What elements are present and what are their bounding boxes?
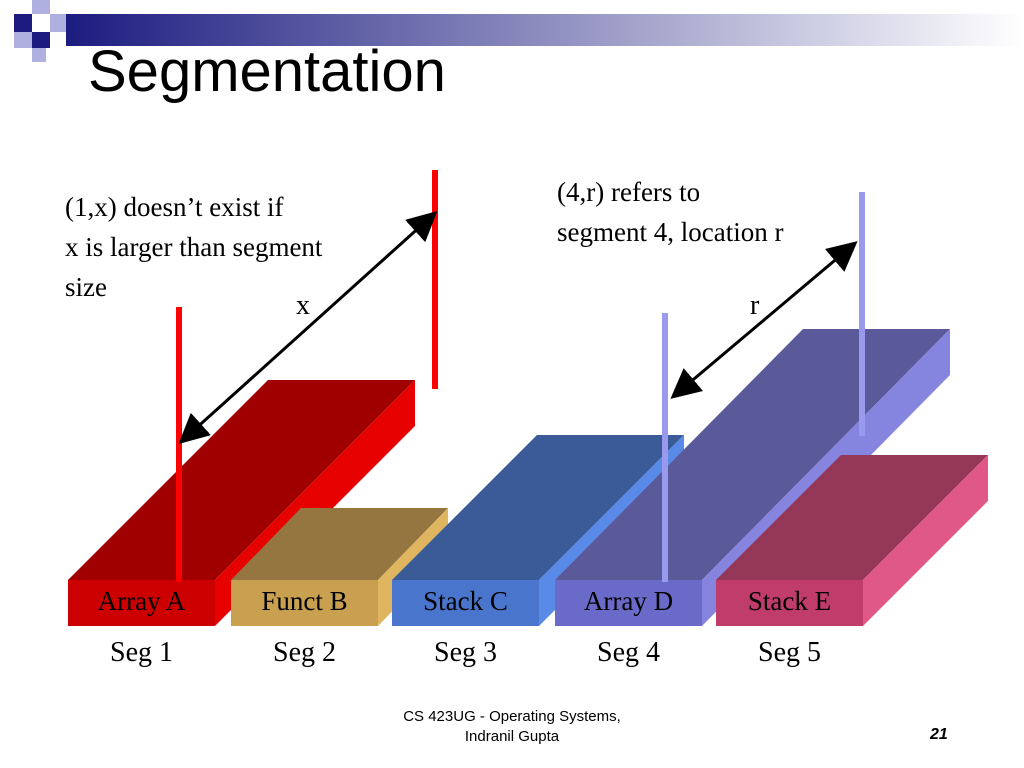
note-left-line: size: [65, 272, 107, 302]
decor-square: [32, 48, 46, 62]
note-right-line: (4,r) refers to: [557, 177, 701, 207]
offset-r-label: r: [750, 290, 760, 321]
offset-r-arrow: [670, 241, 858, 399]
segment-side-face: [863, 455, 988, 626]
page-title: Segmentation: [88, 39, 446, 104]
corner-decoration: [14, 0, 1024, 62]
segment-name-2: Funct B: [261, 586, 348, 616]
segment-top-face: [392, 435, 684, 580]
segment-top-face: [231, 508, 448, 580]
segment-front-face: [231, 580, 378, 626]
page-number: 21: [930, 726, 948, 743]
footer-author: Indranil Gupta: [464, 728, 560, 745]
segment-front-face: [716, 580, 863, 626]
segment-name-1: Array A: [97, 586, 186, 616]
segment-caption-4: Seg 4: [597, 637, 660, 668]
decor-square: [50, 14, 66, 32]
segment-name-3: Stack C: [423, 586, 508, 616]
segment-front-face: [555, 580, 702, 626]
decor-square: [32, 0, 50, 14]
footer: CS 423UG - Operating Systems, Indranil G…: [362, 707, 662, 747]
title-gradient-bar: [66, 14, 1024, 46]
segment-caption-3: Seg 3: [434, 637, 497, 668]
segment-name-4: Array D: [583, 586, 674, 616]
decor-square: [32, 32, 50, 48]
decor-square: [14, 32, 32, 48]
segment-caption-1: Seg 1: [110, 637, 173, 668]
offset-x-arrow: [178, 210, 438, 445]
segment-front-face: [68, 580, 215, 626]
segment-front-face: [392, 580, 539, 626]
footer-course: CS 423UG - Operating Systems,: [403, 708, 621, 725]
segment-caption-5: Seg 5: [758, 637, 821, 668]
segment-name-5: Stack E: [747, 586, 832, 616]
offset-x-label: x: [296, 290, 310, 321]
segment-block-seg-5: [716, 455, 988, 626]
decor-square: [14, 14, 32, 32]
segment-caption-2: Seg 2: [273, 637, 336, 668]
segment-top-face: [716, 455, 988, 580]
